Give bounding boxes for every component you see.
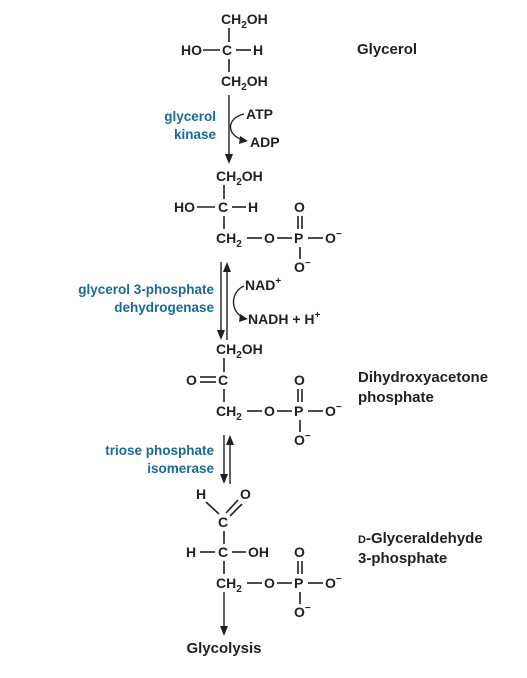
step-triose-phosphate-isomerase: triose phosphate isomerase [105, 435, 234, 484]
arrowhead [225, 154, 233, 164]
g3p-label-line2: 3-phosphate [358, 550, 447, 567]
enzyme-isomerase-line2: isomerase [147, 461, 214, 476]
molecule-glycerol-3-phosphate: CH2OH HO C H CH2 O P O O− O− [174, 168, 342, 275]
ester-oxygen: O [264, 575, 275, 591]
cofactor-nadh: NADH + H+ [248, 310, 321, 327]
phosphorus: P [294, 403, 303, 419]
enzyme-g3p-dehydrogenase-line2: dehydrogenase [114, 300, 214, 315]
c2-ho: HO [174, 199, 195, 215]
double-bond [225, 499, 239, 514]
enzyme-g3p-dehydrogenase-line1: glycerol 3-phosphate [78, 282, 214, 297]
cofactor-curve [229, 113, 245, 141]
cofactor-arrowhead [239, 136, 248, 144]
glycolysis-label: Glycolysis [186, 640, 261, 657]
carbonyl-oxygen: O [186, 372, 197, 388]
g3p-label-line1: D-Glyceraldehyde [358, 530, 483, 547]
c1-ch2oh: CH2OH [216, 341, 263, 361]
arrowhead [220, 474, 228, 484]
dhap-label-line1: Dihydroxyacetone [358, 369, 488, 386]
phosphoryl-oxygen: O [294, 544, 305, 560]
c3-ch2: CH2 [216, 575, 242, 595]
c1-ch2oh: CH2OH [216, 168, 263, 188]
cofactor-nad: NAD+ [245, 276, 281, 293]
step-glycerol-kinase: glycerol kinase ATP ADP [164, 95, 280, 164]
c2-h: H [253, 42, 263, 58]
bond [205, 501, 220, 515]
anionic-oxygen: O− [325, 402, 342, 419]
molecule-glycerol: CH2OH HO C H CH2OH [181, 11, 268, 93]
anionic-oxygen: O− [325, 574, 342, 591]
phosphoryl-oxygen: O [294, 199, 305, 215]
cofactor-adp: ADP [250, 134, 280, 150]
c3-ch2: CH2 [216, 403, 242, 423]
arrowhead [226, 435, 234, 445]
c2-h: H [186, 544, 196, 560]
c2-ho: HO [181, 42, 202, 58]
anionic-oxygen: O− [294, 603, 311, 620]
step-g3p-dehydrogenase: glycerol 3-phosphate dehydrogenase NAD+ … [78, 262, 321, 340]
enzyme-isomerase-line1: triose phosphate [105, 443, 214, 458]
molecule-dhap: CH2OH O C CH2 O P O O− O− [186, 341, 342, 448]
arrowhead [217, 330, 225, 340]
aldehyde-h: H [196, 486, 206, 502]
c2-h: H [248, 199, 258, 215]
anionic-oxygen: O− [325, 229, 342, 246]
enzyme-glycerol-kinase-line2: kinase [174, 127, 217, 142]
enzyme-glycerol-kinase-line1: glycerol [164, 109, 216, 124]
anionic-oxygen: O− [294, 431, 311, 448]
arrowhead [220, 626, 228, 636]
glycerol-label: Glycerol [357, 41, 417, 58]
aldehyde-oxygen: O [240, 486, 251, 502]
c2-oh: OH [248, 544, 269, 560]
c1-carbon: C [218, 514, 228, 530]
arrowhead [223, 262, 231, 272]
c1-ch2oh: CH2OH [221, 11, 268, 31]
phosphorus: P [294, 230, 303, 246]
cofactor-atp: ATP [246, 106, 273, 122]
c2-carbon: C [222, 42, 232, 58]
molecule-glyceraldehyde-3-phosphate: H O C H C OH CH2 O P O O− O− [186, 486, 342, 620]
c2-carbon: C [218, 199, 228, 215]
cofactor-curve [232, 285, 245, 319]
c3-ch2: CH2 [216, 230, 242, 250]
double-bond [229, 503, 243, 517]
phosphorus: P [294, 575, 303, 591]
dhap-label-line2: phosphate [358, 389, 434, 406]
anionic-oxygen: O− [294, 258, 311, 275]
ester-oxygen: O [264, 230, 275, 246]
c2-carbon: C [218, 372, 228, 388]
ester-oxygen: O [264, 403, 275, 419]
c2-carbon: C [218, 544, 228, 560]
cofactor-arrowhead [239, 314, 248, 322]
c3-ch2oh: CH2OH [221, 73, 268, 93]
phosphoryl-oxygen: O [294, 372, 305, 388]
